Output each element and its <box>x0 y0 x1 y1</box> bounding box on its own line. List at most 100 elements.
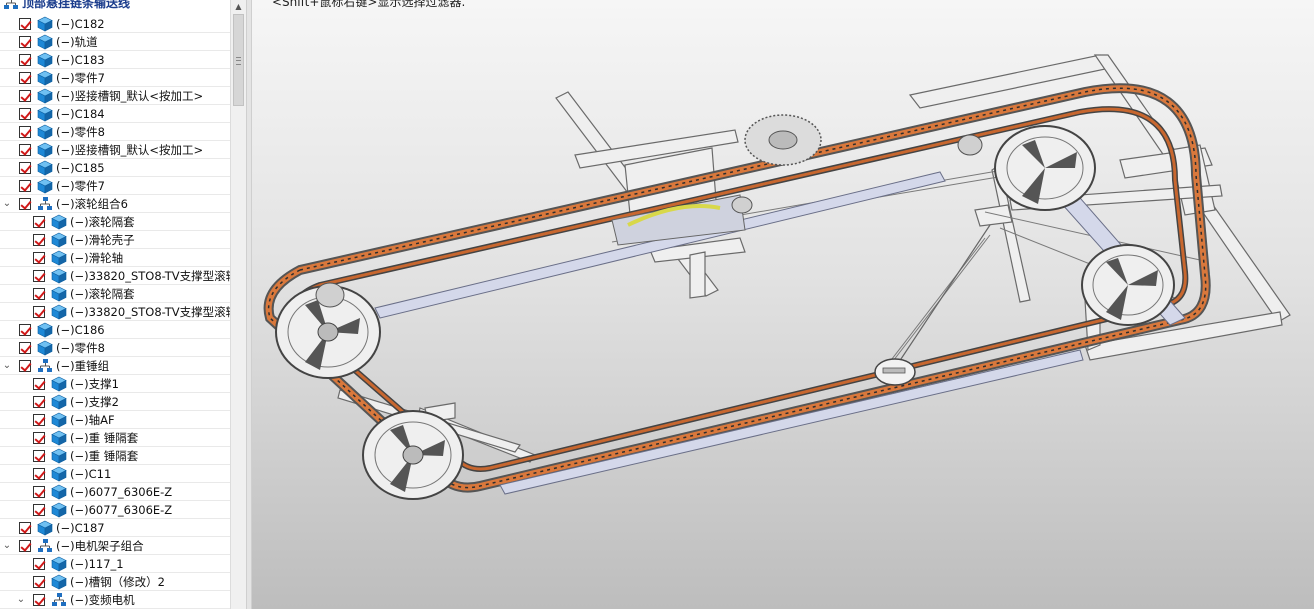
graphics-viewport[interactable]: <Shift+鼠标右键>显示选择过滤器. <box>252 0 1314 609</box>
visibility-checkbox[interactable] <box>19 540 31 552</box>
tree-node-label: (−)变频电机 <box>70 593 135 607</box>
visibility-checkbox[interactable] <box>19 342 31 354</box>
visibility-checkbox[interactable] <box>33 288 45 300</box>
visibility-checkbox[interactable] <box>19 90 31 102</box>
tree-node[interactable]: (−)6077_6306E-Z <box>0 483 230 501</box>
wheel-left-bottom <box>362 410 464 500</box>
chevron-down-icon[interactable]: ⌄ <box>2 540 12 551</box>
tree-node[interactable]: (−)滚轮隔套 <box>0 285 230 303</box>
grip-icon <box>236 57 241 65</box>
tree-node[interactable]: (−)零件7 <box>0 177 230 195</box>
tree-node-label: (−)C182 <box>56 17 105 31</box>
visibility-checkbox[interactable] <box>19 144 31 156</box>
visibility-checkbox[interactable] <box>33 504 45 516</box>
conveyor-3d-model[interactable] <box>252 0 1314 609</box>
scroll-up-arrow-icon[interactable]: ▲ <box>235 2 242 11</box>
chevron-down-icon[interactable]: ⌄ <box>2 360 12 371</box>
tree-node-label: (−)C184 <box>56 107 105 121</box>
visibility-checkbox[interactable] <box>33 396 45 408</box>
tree-node[interactable]: (−)支撑2 <box>0 393 230 411</box>
tree-node[interactable]: (−)C184 <box>0 105 230 123</box>
chain-track-outer <box>263 83 1211 493</box>
visibility-checkbox[interactable] <box>19 18 31 30</box>
part-cube-icon <box>37 142 53 158</box>
visibility-checkbox[interactable] <box>19 180 31 192</box>
visibility-checkbox[interactable] <box>19 36 31 48</box>
tree-node[interactable]: (−)竖接槽钢_默认<按加工> <box>0 141 230 159</box>
tree-node[interactable]: ⌄ (−)电机架子组合 <box>0 537 230 555</box>
tree-node[interactable]: (−)6077_6306E-Z <box>0 501 230 519</box>
tree-node[interactable]: (−)竖接槽钢_默认<按加工> <box>0 87 230 105</box>
tree-node[interactable]: (−)轨道 <box>0 33 230 51</box>
visibility-checkbox[interactable] <box>33 216 45 228</box>
tree-node-label: (−)滑轮轴 <box>70 251 124 265</box>
scroll-thumb[interactable] <box>233 14 244 106</box>
tree-node[interactable]: (−)滑轮壳子 <box>0 231 230 249</box>
wheel-left-top <box>275 285 381 379</box>
visibility-checkbox[interactable] <box>19 126 31 138</box>
tree-node[interactable]: (−)C11 <box>0 465 230 483</box>
visibility-checkbox[interactable] <box>33 450 45 462</box>
visibility-checkbox[interactable] <box>19 522 31 534</box>
part-cube-icon <box>37 160 53 176</box>
part-cube-icon <box>51 250 67 266</box>
visibility-checkbox[interactable] <box>33 432 45 444</box>
tree-node[interactable]: (−)C187 <box>0 519 230 537</box>
tree-node-label: (−)C185 <box>56 161 105 175</box>
tree-node-label: (−)电机架子组合 <box>56 539 144 553</box>
sprocket-top <box>744 114 822 166</box>
part-cube-icon <box>51 394 67 410</box>
tree-node[interactable]: (−)重 锤隔套 <box>0 447 230 465</box>
panel-splitter[interactable] <box>246 0 252 609</box>
visibility-checkbox[interactable] <box>19 198 31 210</box>
tree-node[interactable]: (−)轴AF <box>0 411 230 429</box>
tree-node[interactable]: (−)C185 <box>0 159 230 177</box>
tree-node[interactable]: ⌄(−)滚轮组合6 <box>0 195 230 213</box>
tree-node[interactable]: (−)117_1 <box>0 555 230 573</box>
tree-node[interactable]: (−)零件7 <box>0 69 230 87</box>
visibility-checkbox[interactable] <box>19 108 31 120</box>
visibility-checkbox[interactable] <box>33 270 45 282</box>
tree-node[interactable]: (−)C182 <box>0 15 230 33</box>
visibility-checkbox[interactable] <box>19 324 31 336</box>
visibility-checkbox[interactable] <box>19 162 31 174</box>
tree-node-label: (−)C187 <box>56 521 105 535</box>
tree-node[interactable]: (−)槽钢（修改）2 <box>0 573 230 591</box>
tree-root-node[interactable]: 顶部悬挂链条输送线 <box>0 0 230 12</box>
visibility-checkbox[interactable] <box>33 486 45 498</box>
tree-node-label: (−)C186 <box>56 323 105 337</box>
tree-node[interactable]: ⌄ (−)变频电机 <box>0 591 230 609</box>
visibility-checkbox[interactable] <box>19 360 31 372</box>
tree-node[interactable]: (−)滑轮轴 <box>0 249 230 267</box>
part-cube-icon <box>51 304 67 320</box>
visibility-checkbox[interactable] <box>33 468 45 480</box>
tree-scrollbar[interactable]: ▲ <box>230 0 246 609</box>
visibility-checkbox[interactable] <box>33 558 45 570</box>
visibility-checkbox[interactable] <box>33 576 45 588</box>
visibility-checkbox[interactable] <box>33 378 45 390</box>
part-cube-icon <box>51 484 67 500</box>
small-sprockets <box>315 134 983 308</box>
tree-node[interactable]: (−)C183 <box>0 51 230 69</box>
visibility-checkbox[interactable] <box>19 54 31 66</box>
visibility-checkbox[interactable] <box>33 252 45 264</box>
tree-node[interactable]: (−)零件8 <box>0 123 230 141</box>
tree-node[interactable]: (−)零件8 <box>0 339 230 357</box>
tree-node[interactable]: (−)C186 <box>0 321 230 339</box>
tree-node[interactable]: (−)33820_STO8-TV支撑型滚轮 <box>0 267 230 285</box>
visibility-checkbox[interactable] <box>33 414 45 426</box>
chevron-down-icon[interactable]: ⌄ <box>2 198 12 209</box>
tree-node[interactable]: (−)33820_STO8-TV支撑型滚轮 <box>0 303 230 321</box>
tree-node[interactable]: (−)重 锤隔套 <box>0 429 230 447</box>
tree-node[interactable]: ⌄(−)重锤组 <box>0 357 230 375</box>
tree-node[interactable]: (−)滚轮隔套 <box>0 213 230 231</box>
visibility-checkbox[interactable] <box>33 234 45 246</box>
visibility-checkbox[interactable] <box>33 306 45 318</box>
part-cube-icon <box>51 466 67 482</box>
visibility-checkbox[interactable] <box>33 594 45 606</box>
tree-node-label: (−)6077_6306E-Z <box>70 503 173 517</box>
chevron-down-icon[interactable]: ⌄ <box>16 594 26 605</box>
tree-node[interactable]: (−)支撑1 <box>0 375 230 393</box>
visibility-checkbox[interactable] <box>19 72 31 84</box>
part-cube-icon <box>51 430 67 446</box>
